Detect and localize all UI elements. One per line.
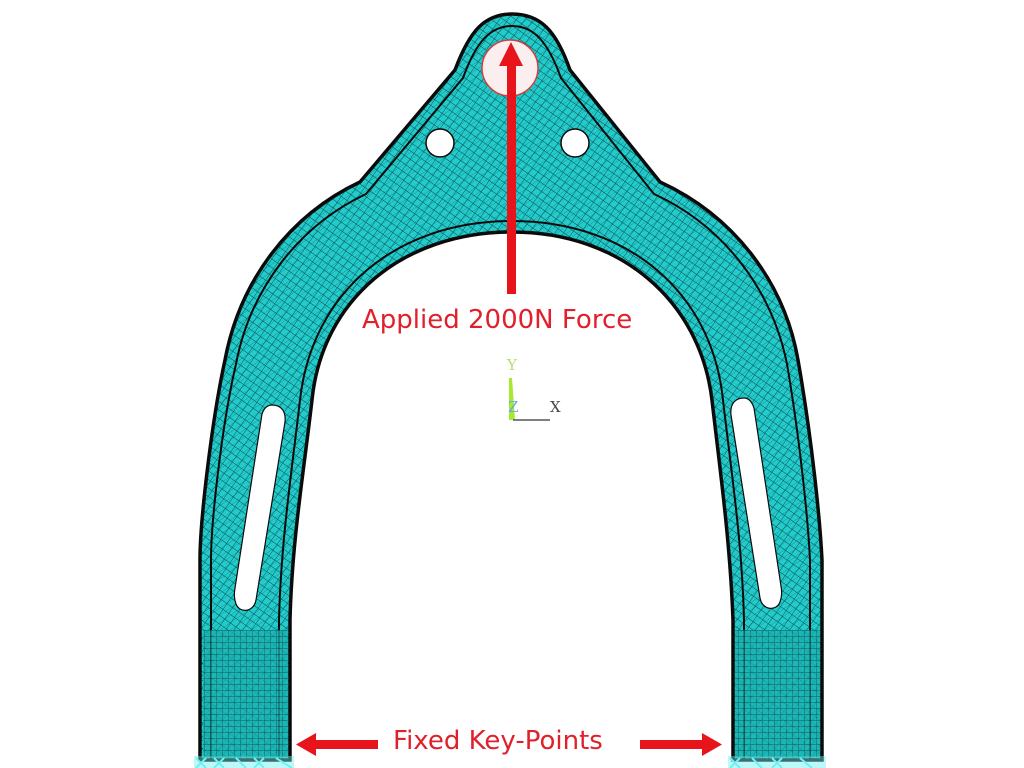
coordinate-triad-icon [509, 378, 550, 421]
triad-z-label: Z [508, 398, 519, 416]
right-arrow-icon [640, 733, 722, 756]
right-bolt-hole [560, 128, 590, 158]
right-constraint-markers [728, 756, 826, 768]
right-slot [730, 397, 783, 609]
force-arrow-icon [499, 42, 523, 294]
triad-y-label: Y [507, 356, 517, 374]
left-slot [233, 404, 286, 611]
force-annotation-label: Applied 2000N Force [362, 305, 633, 335]
left-constraint-markers [194, 756, 294, 768]
left-bolt-hole [425, 128, 455, 158]
right-leg-mesh [735, 630, 820, 758]
left-leg-mesh [203, 630, 288, 758]
outer-edge-band [210, 24, 811, 760]
fixed-keypoints-label: Fixed Key-Points [393, 726, 603, 756]
control-arm-mesh [194, 12, 826, 768]
left-arrow-icon [296, 733, 378, 756]
triad-x-label: X [550, 398, 561, 416]
